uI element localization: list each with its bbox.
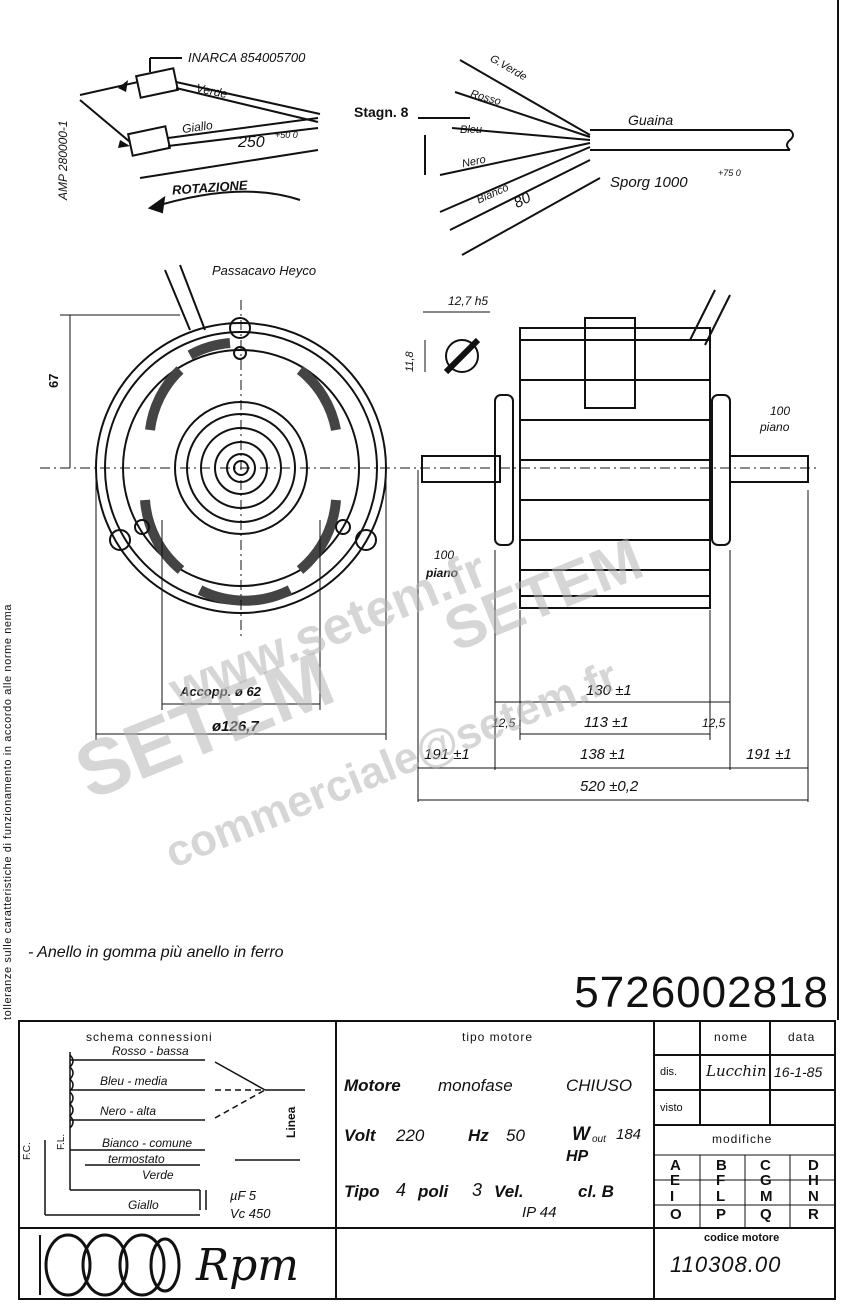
rev-letter: I	[670, 1188, 675, 1205]
vel-value: 3	[472, 1180, 483, 1200]
rev-letter: D	[808, 1157, 819, 1174]
schema-line-bianco: Bianco - comune	[102, 1136, 193, 1150]
cap-vc: Vc 450	[230, 1206, 271, 1221]
poli-value: 4	[396, 1180, 407, 1200]
wire-bleu: Bleu	[460, 124, 483, 136]
stagn-label: Stagn. 8	[354, 104, 409, 120]
dim-191b: 191 ±1	[746, 746, 792, 763]
w-sub: out	[592, 1134, 606, 1145]
connector-label: INARCA 854005700	[188, 50, 306, 65]
dim-130: 130 ±1	[586, 682, 632, 699]
schema-line-giallo: Giallo	[128, 1198, 159, 1212]
ip-value: IP 44	[522, 1204, 557, 1221]
data-header: data	[788, 1030, 816, 1044]
motore-chiuso: CHIUSO	[566, 1076, 633, 1095]
modifiche-label: modifiche	[712, 1132, 773, 1146]
schema-fl: F.L.	[56, 1133, 67, 1150]
rev-letter: N	[808, 1188, 819, 1205]
w-value: 184	[616, 1126, 642, 1143]
schema-title: schema connessioni	[86, 1030, 213, 1044]
dim-125a: 12,5	[492, 716, 516, 730]
piano-left: piano	[426, 566, 458, 580]
nome-header: nome	[714, 1030, 749, 1044]
dim-250: 250	[238, 134, 265, 151]
rev-letter: L	[716, 1188, 726, 1205]
hz-label: Hz	[468, 1126, 489, 1145]
rev-letter: O	[670, 1206, 682, 1223]
schema-linea: Linea	[284, 1106, 298, 1138]
passacavo-label: Passacavo Heyco	[212, 263, 317, 278]
piano-left-num: 100	[434, 548, 455, 562]
rev-letter: H	[808, 1172, 819, 1189]
rev-letter: F	[716, 1172, 726, 1189]
volt-label: Volt	[344, 1126, 376, 1145]
dim-191a: 191 ±1	[424, 746, 470, 763]
visto-label: visto	[660, 1102, 683, 1114]
rev-letter: A	[670, 1157, 681, 1174]
codice-label: codice motore	[704, 1232, 780, 1244]
schema-line-termostato: termostato	[108, 1152, 165, 1166]
dim-250-tol: +50 0	[275, 130, 298, 140]
piano-right: piano	[760, 420, 790, 434]
hp-label: HP	[566, 1148, 589, 1165]
sporg-label: Sporg 1000	[610, 174, 688, 191]
tipo-label: Tipo	[344, 1182, 380, 1201]
rev-letter: G	[760, 1172, 772, 1189]
amp-label: AMP 280000-1	[56, 120, 70, 200]
tipo-motore-title: tipo motore	[462, 1030, 534, 1044]
dim-67: 67	[46, 373, 61, 388]
rev-letter: E	[670, 1172, 681, 1189]
codice-value: 110308.00	[670, 1252, 782, 1277]
dim-138: 138 ±1	[580, 746, 626, 763]
schema-line-bleu: Bleu - media	[100, 1074, 168, 1088]
volt-value: 220	[396, 1126, 425, 1145]
title-block-frame	[18, 1020, 836, 1300]
piano-right-num: 100	[770, 404, 791, 418]
signature: Lucchin	[706, 1062, 767, 1080]
rev-letter: R	[808, 1206, 819, 1223]
motore-label: Motore	[344, 1076, 401, 1095]
rev-letter: P	[716, 1206, 727, 1223]
diam-label: ø126,7	[212, 718, 259, 735]
rev-letter: B	[716, 1157, 727, 1174]
schema-line-nero: Nero - alta	[100, 1104, 157, 1118]
w-label: W	[572, 1124, 590, 1145]
guaina-label: Guaina	[628, 112, 674, 128]
dim-127: 12,7 h5	[448, 294, 489, 308]
accopp-label: Accopp. ø 62	[180, 684, 261, 699]
schema-line-verde: Verde	[142, 1168, 174, 1182]
date-value: 16-1-85	[774, 1064, 823, 1080]
schema-fc: F.C.	[22, 1142, 33, 1160]
motore-monofase: monofase	[438, 1076, 513, 1095]
rev-letter: M	[760, 1188, 773, 1205]
cap-value: µF 5	[230, 1188, 257, 1203]
dis-label: dis.	[660, 1066, 678, 1078]
dim-125b: 12,5	[702, 716, 726, 730]
code-number: 5726002818	[574, 968, 829, 1017]
note-text: - Anello in gomma più anello in ferro	[28, 944, 284, 961]
company-logo: Rpm	[196, 1240, 300, 1291]
dim-113: 113 ±1	[584, 714, 629, 731]
rev-letter: Q	[760, 1206, 772, 1223]
sporg-tol: +75 0	[718, 168, 741, 178]
hz-value: 50	[506, 1126, 525, 1145]
dim-520: 520 ±0,2	[580, 778, 639, 795]
schema-line-rosso: Rosso - bassa	[112, 1044, 189, 1058]
vel-label: Vel.	[494, 1182, 524, 1201]
poli-label: poli	[418, 1182, 449, 1201]
cl-label: cl. B	[578, 1182, 614, 1201]
rev-letter: C	[760, 1157, 771, 1174]
dim-118: 11,8	[404, 351, 416, 372]
